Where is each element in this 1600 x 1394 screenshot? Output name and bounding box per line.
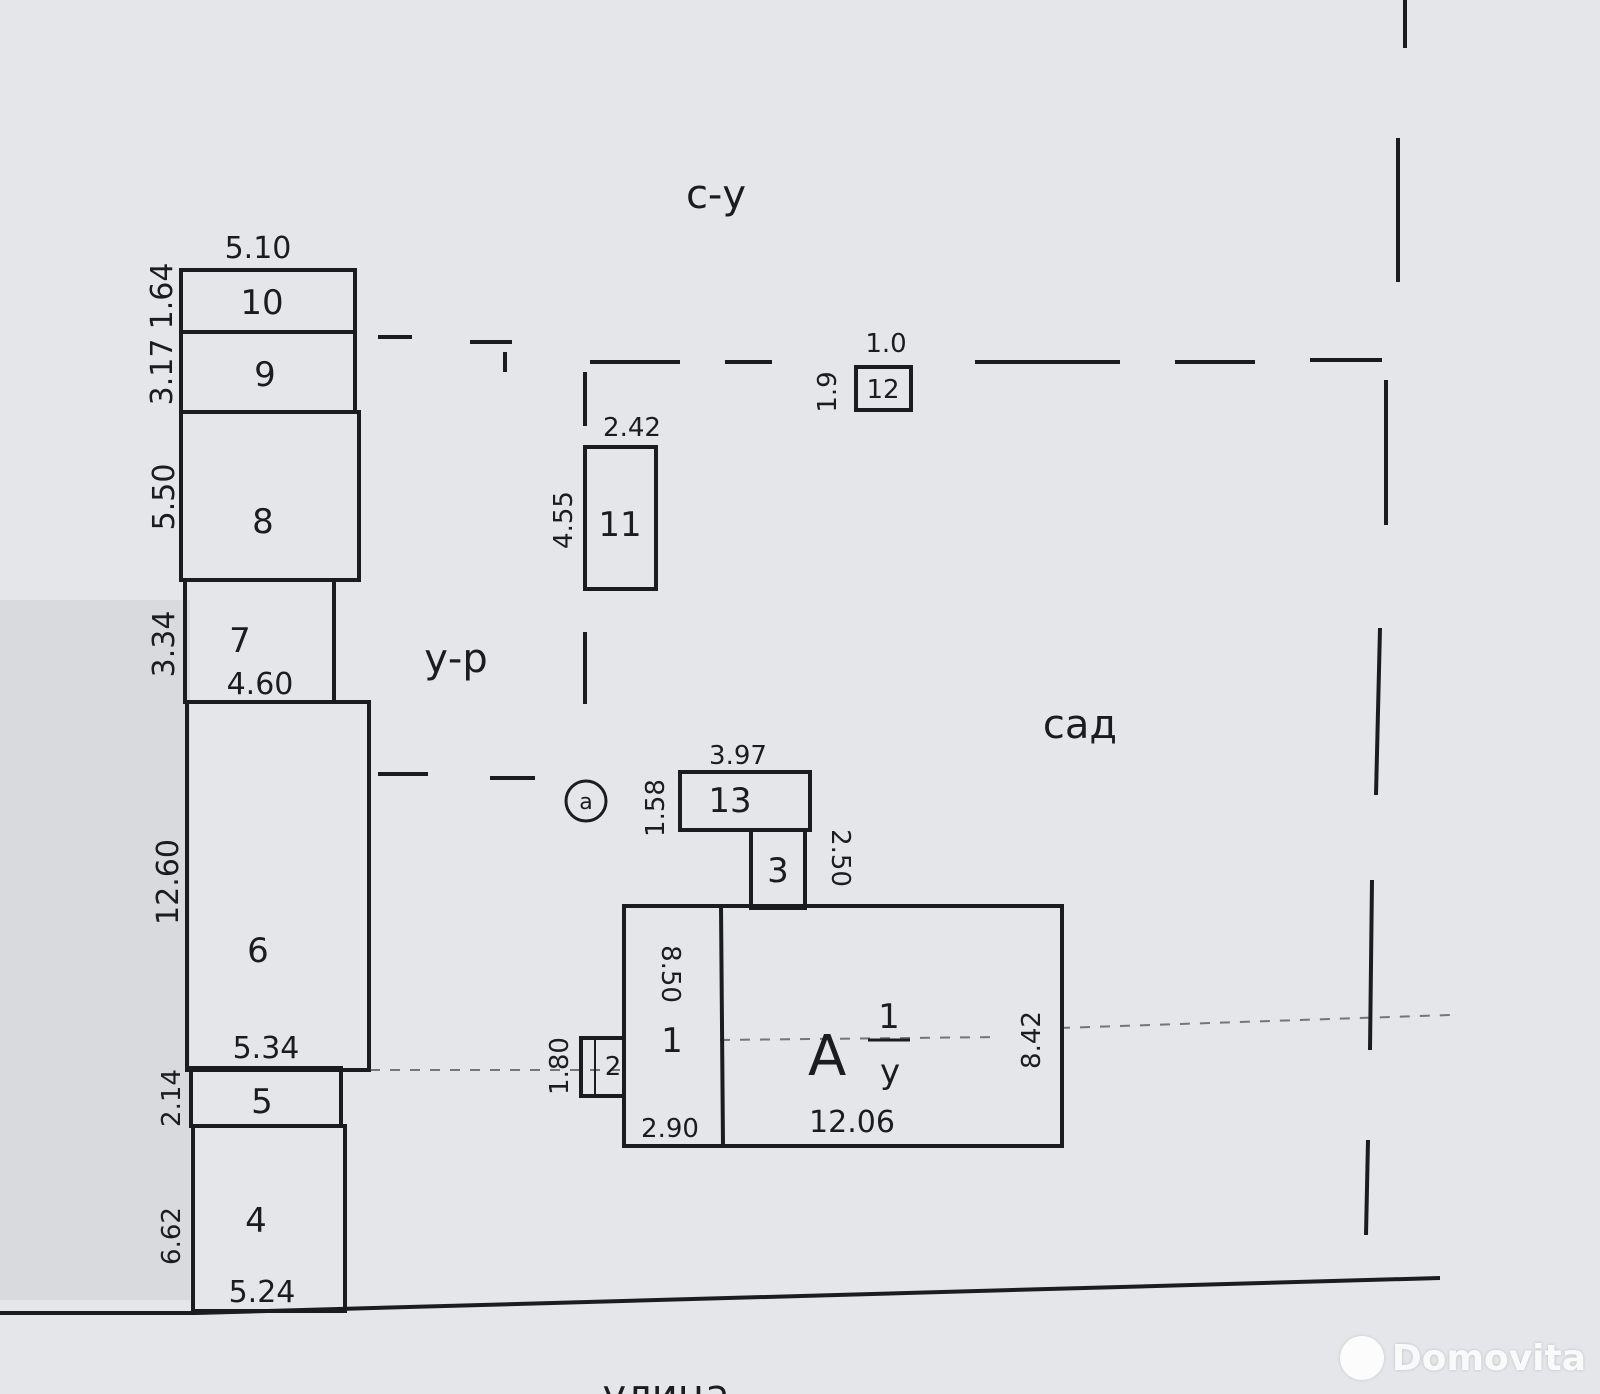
label-4: 4 — [245, 1201, 267, 1241]
dim-1-9: 1.9 — [813, 371, 843, 412]
dim-5-10: 5.10 — [225, 231, 292, 266]
label-6: 6 — [247, 931, 269, 971]
dim-12-60: 12.60 — [151, 839, 186, 925]
zone-label-top: с-у — [686, 172, 746, 218]
dim-3-34: 3.34 — [147, 611, 182, 678]
dim-4-55: 4.55 — [549, 491, 579, 549]
dim-1-0: 1.0 — [865, 329, 906, 359]
building-2 — [579, 1036, 626, 1098]
dim-5-50: 5.50 — [147, 464, 182, 531]
dim-2-50: 2.50 — [825, 829, 855, 887]
label-11: 11 — [598, 505, 641, 545]
label-1: 1 — [661, 1021, 683, 1061]
outbuildings-left — [179, 268, 371, 1313]
house-designation: А 1 у — [808, 997, 910, 1092]
building-13 — [678, 770, 812, 832]
well-marker-label: а — [579, 790, 592, 815]
dim-8-42: 8.42 — [1017, 1011, 1047, 1069]
scan-shadow — [0, 600, 190, 1300]
label-5: 5 — [251, 1082, 273, 1122]
label-2: 2 — [605, 1052, 622, 1082]
dim-1-80: 1.80 — [545, 1037, 575, 1095]
dim-6-62: 6.62 — [157, 1207, 187, 1265]
house-letter: А — [808, 1024, 846, 1089]
zone-label-right: сад — [1043, 702, 1117, 748]
well-circle — [564, 779, 608, 823]
dim-2-42: 2.42 — [603, 413, 661, 443]
dim-1-64: 1.64 — [145, 263, 180, 330]
label-7: 7 — [229, 621, 251, 661]
building-11 — [583, 445, 658, 591]
dim-8-50: 8.50 — [655, 945, 685, 1003]
dim-2-90: 2.90 — [641, 1114, 699, 1144]
dim-5-34: 5.34 — [233, 1031, 300, 1066]
watermark-text: Domovita — [1391, 1337, 1586, 1379]
main-house — [579, 904, 1064, 1148]
label-10: 10 — [240, 283, 283, 323]
dim-1-58: 1.58 — [641, 779, 671, 837]
dim-4-60: 4.60 — [227, 667, 294, 702]
domovita-logo-icon — [1339, 1336, 1384, 1380]
watermark: Domovita — [1339, 1336, 1586, 1380]
label-9: 9 — [254, 355, 276, 395]
dim-5-24: 5.24 — [229, 1275, 296, 1310]
label-12: 12 — [866, 375, 899, 405]
dim-3-97: 3.97 — [709, 741, 767, 771]
label-3: 3 — [767, 851, 789, 891]
label-13: 13 — [708, 781, 751, 821]
dim-12-06: 12.06 — [809, 1105, 895, 1140]
house-outline — [622, 904, 1064, 1148]
dim-2-14: 2.14 — [157, 1069, 187, 1127]
house-fraction-bottom: у — [880, 1052, 900, 1092]
house-partition — [719, 905, 725, 1147]
street-label: улица — [603, 1372, 730, 1394]
faint-dashed-lines — [370, 1014, 1451, 1071]
label-8: 8 — [252, 502, 274, 542]
building-12 — [854, 365, 913, 412]
dim-3-17: 3.17 — [145, 339, 180, 406]
zone-label-middle: у-р — [424, 636, 488, 682]
outbuildings-middle — [583, 365, 913, 910]
house-fraction-top: 1 — [878, 997, 900, 1037]
front-boundary — [195, 1276, 1441, 1315]
dashed-boundaries — [378, 0, 1407, 1236]
